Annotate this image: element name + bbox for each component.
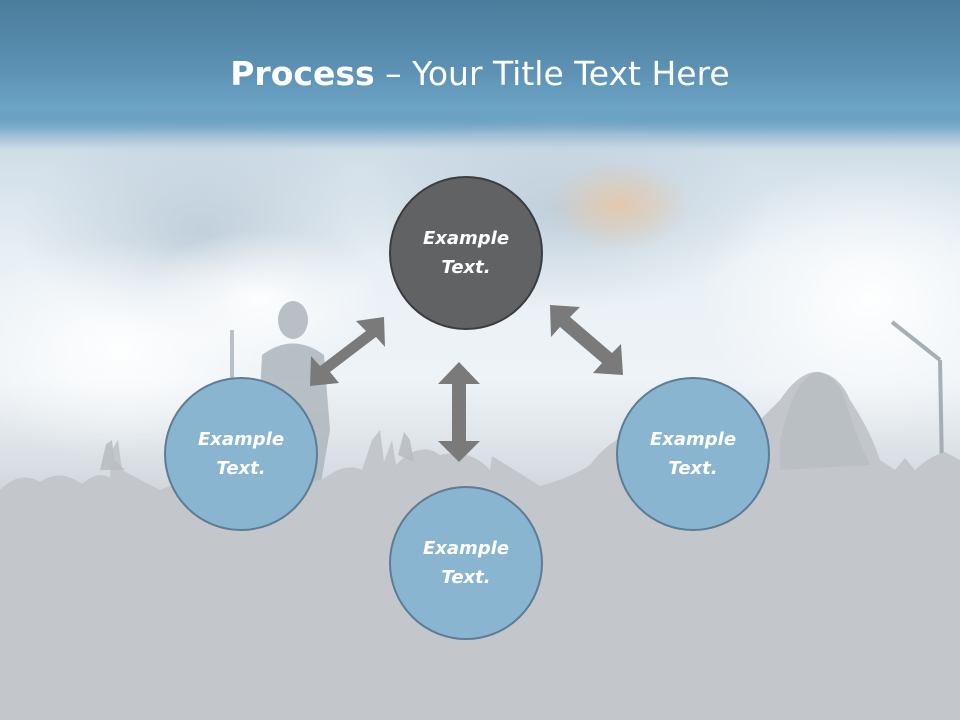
process-node-left[interactable]: Example Text. <box>164 377 318 531</box>
node-label-line2: Text. <box>441 567 491 588</box>
title-bar <box>0 0 960 135</box>
title-rest: – Your Title Text Here <box>374 54 730 93</box>
node-label-line1: Example <box>422 228 510 249</box>
node-label-line1: Example <box>422 538 510 559</box>
process-node-top[interactable]: Example Text. <box>389 176 543 330</box>
process-node-right[interactable]: Example Text. <box>616 377 770 531</box>
title-bold: Process <box>230 54 375 93</box>
process-node-bottom[interactable]: Example Text. <box>389 486 543 640</box>
node-label-line2: Text. <box>668 458 718 479</box>
node-label-line2: Text. <box>441 257 491 278</box>
double-arrow-vertical-icon <box>438 362 480 462</box>
slide-title: Process – Your Title Text Here <box>0 52 960 96</box>
node-label-line1: Example <box>197 429 285 450</box>
node-label-line1: Example <box>649 429 737 450</box>
double-arrow-top-left-icon <box>310 317 385 386</box>
node-label-line2: Text. <box>216 458 266 479</box>
double-arrow-top-right-icon <box>550 305 623 375</box>
